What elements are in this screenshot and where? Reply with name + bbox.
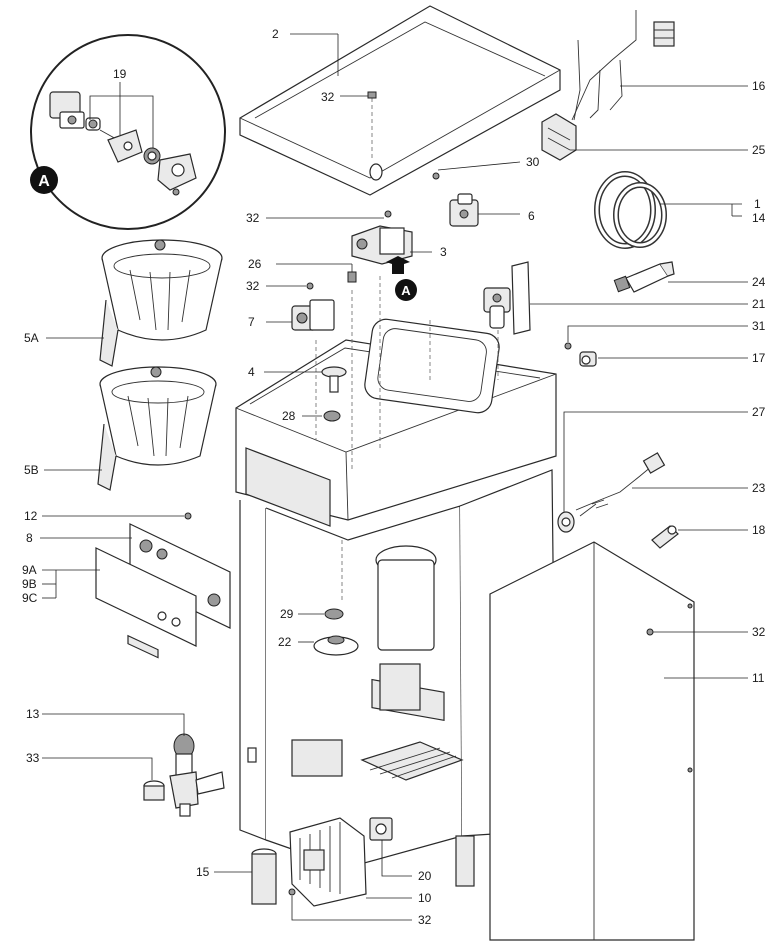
callout-32-lid: 32: [321, 90, 335, 104]
callout-28: 28: [282, 409, 296, 423]
callout-1: 1: [754, 197, 761, 211]
solenoid-valve-part: [49, 91, 85, 129]
callout-13: 13: [26, 707, 40, 721]
elbow-fitting-part: [579, 351, 597, 367]
callout-3: 3: [440, 245, 447, 259]
hose-coil-part: [594, 171, 667, 249]
callout-31: 31: [752, 319, 766, 333]
callout-9b: 9B: [22, 577, 37, 591]
grease-tube-part: [613, 261, 675, 293]
callout-18: 18: [752, 523, 766, 537]
callout-27: 27: [752, 405, 766, 419]
terminal-block-part: [541, 113, 577, 161]
wire-harness-part: [571, 10, 675, 121]
callout-33: 33: [26, 751, 40, 765]
callout-4: 4: [248, 365, 255, 379]
inlet-valve-part: [483, 261, 531, 335]
valve-part-3: [351, 225, 413, 265]
callout-8: 8: [26, 531, 33, 545]
brew-funnel-part-5b: [97, 366, 217, 491]
callout-22: 22: [278, 635, 292, 649]
callout-14: 14: [752, 211, 766, 225]
callout-24: 24: [752, 275, 766, 289]
callout-19: 19: [113, 67, 127, 81]
callout-15: 15: [196, 865, 210, 879]
callout-5b: 5B: [24, 463, 39, 477]
faucet-part-13: [169, 733, 225, 817]
detail-view-a: 19 A: [30, 34, 226, 230]
callout-21: 21: [752, 297, 766, 311]
callout-30: 30: [526, 155, 540, 169]
solenoid-valve-part-7: [291, 299, 335, 331]
indicator-light-part-18: [651, 525, 679, 549]
callout-25: 25: [752, 143, 766, 157]
callout-7: 7: [248, 315, 255, 329]
detail-marker-a: A: [38, 173, 50, 190]
fitting-part: [85, 117, 119, 141]
callout-6: 6: [528, 209, 535, 223]
valve-body-part: [157, 153, 197, 196]
callout-10: 10: [418, 891, 432, 905]
callout-12: 12: [24, 509, 38, 523]
callout-9a: 9A: [22, 563, 37, 577]
foot-part-15: [251, 848, 277, 905]
callout-32-panel: 32: [752, 625, 766, 639]
solenoid-valve-part-6: [449, 193, 479, 227]
callout-17: 17: [752, 351, 766, 365]
o-ring-part-28: [323, 410, 341, 422]
callout-32-heatsink: 32: [418, 913, 432, 927]
callout-32-valve7: 32: [246, 279, 260, 293]
callout-29: 29: [280, 607, 294, 621]
callout-32-valve: 32: [246, 211, 260, 225]
callout-5a: 5A: [24, 331, 39, 345]
power-cord-part: [575, 452, 666, 517]
nut-part-29: [324, 608, 344, 620]
callout-9c: 9C: [22, 591, 38, 605]
side-panel-part-11: [489, 541, 695, 941]
heatsink-part-10: [289, 817, 367, 907]
callout-2: 2: [272, 27, 279, 41]
gasket-part: [143, 147, 161, 165]
lid-part: [239, 5, 561, 196]
callout-11: 11: [752, 671, 765, 685]
cap-part-33: [143, 780, 165, 801]
strain-relief-part: [557, 511, 575, 533]
spray-fitting-part-4: [321, 366, 347, 393]
callout-23: 23: [752, 481, 766, 495]
arrow-marker-a: A: [401, 283, 411, 298]
screw-part-30: [432, 172, 440, 180]
brew-funnel-part-5a: [99, 239, 223, 367]
callout-26: 26: [248, 257, 262, 271]
bracket-part: [107, 129, 143, 163]
callout-20: 20: [418, 869, 432, 883]
callout-16: 16: [752, 79, 766, 93]
spray-head-part-22: [313, 635, 359, 656]
switch-part-20: [369, 817, 393, 841]
label-overlay-part-9: [95, 547, 197, 659]
arrow-icon: [386, 256, 410, 274]
